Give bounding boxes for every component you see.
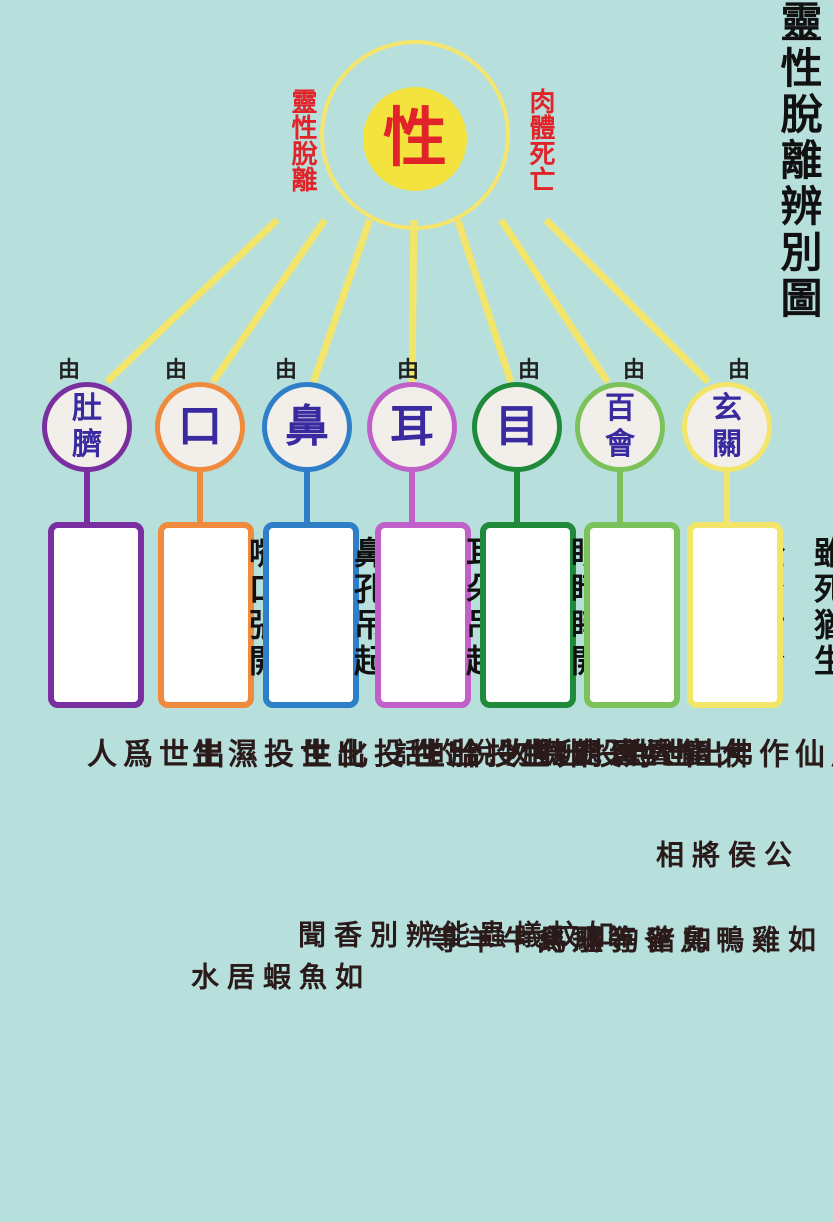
node-label: 耳: [390, 401, 434, 452]
node-label: 玄關: [712, 391, 742, 462]
node-circle: 百會: [575, 382, 665, 472]
node-label: 鼻: [285, 401, 329, 452]
page-title: 靈性脫離辨別圖: [774, 0, 823, 322]
outcome-column: 能聽人說的話: [390, 738, 603, 771]
outcome-column: 如雞鴨鳥雀等飛禽: [532, 925, 817, 958]
node-label: 口: [178, 401, 222, 452]
outcome-column: 如豬狗驢馬牛羊等: [427, 925, 712, 958]
spoke-line: [454, 218, 515, 384]
outcome-column: 公侯將相: [652, 840, 793, 873]
outcome-column: 如蚊蟻蟲能辨別香聞: [294, 920, 615, 953]
spoke-line: [210, 218, 328, 384]
symptom-text: 雖死猶生: [809, 536, 833, 680]
outcome-column: 大富大貴: [607, 738, 748, 771]
you-label: 由: [623, 357, 646, 383]
left-side-label: 靈性脫離: [287, 88, 317, 192]
outcome-column: 出世投濕生: [186, 738, 365, 773]
outcome-column: 出世投卵生: [514, 738, 693, 773]
node-circle: 鼻: [262, 382, 352, 472]
spoke-line: [498, 218, 611, 384]
you-label: 由: [58, 357, 81, 383]
symptom-box: 全身柔軟雖死猶生: [687, 522, 833, 708]
node-circle: 口: [155, 382, 245, 472]
you-label: 由: [518, 357, 541, 383]
node-circle: 肚臍: [42, 382, 132, 472]
node-label: 目: [495, 401, 539, 452]
spoke-line: [543, 217, 711, 385]
outcome-column: 能看遠處微物: [497, 738, 710, 771]
you-label: 由: [728, 357, 751, 383]
node-circle: 耳: [367, 382, 457, 472]
outcome-column: 死後昇天成仙作佛: [717, 738, 833, 773]
center-label: 性: [383, 101, 447, 176]
outcome-column: 出世投化生: [296, 738, 475, 773]
spoke-line: [408, 219, 418, 383]
outcome-column: 出世投胎生: [409, 738, 588, 773]
spoke-line: [310, 218, 373, 384]
you-label: 由: [275, 357, 298, 383]
you-label: 由: [397, 357, 420, 383]
node-circle: 目: [472, 382, 562, 472]
symptom-box: 鼻孔吊起: [263, 522, 387, 708]
center-circle: 性: [363, 87, 467, 191]
spoke-line: [104, 217, 280, 385]
node-label: 百會: [605, 391, 635, 462]
outcome-column: 出世為: [616, 738, 723, 773]
node-label: 肚臍: [72, 391, 102, 462]
you-label: 由: [165, 357, 188, 383]
outcome-column: 出世爲人: [81, 738, 224, 773]
node-circle: 玄關: [682, 382, 772, 472]
right-side-label: 肉體死亡: [525, 88, 555, 192]
outcome-column: 如魚蝦居水: [187, 962, 364, 995]
center-ring: [320, 40, 510, 230]
